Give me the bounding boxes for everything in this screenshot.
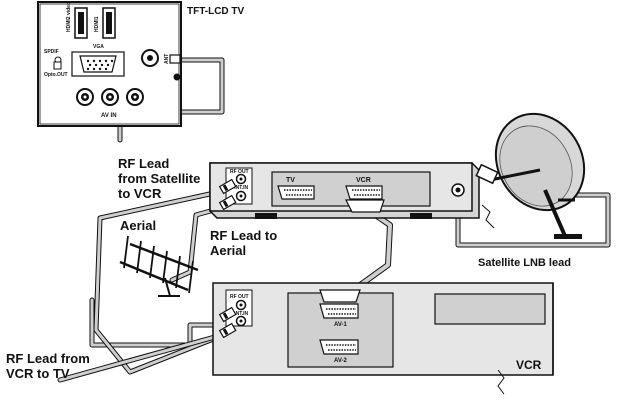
hdmi2-label: HDMI2 video xyxy=(66,2,72,32)
sat-rf-out-label: RF OUT xyxy=(230,169,249,175)
satellite-lnb-label: Satellite LNB lead xyxy=(478,257,571,269)
aerial-label: Aerial xyxy=(120,218,156,233)
av-in-ports xyxy=(76,88,144,106)
tv-back-panel: HDMI2 video HDMI1 VGA SPDIF Opto.OUT ANT… xyxy=(37,1,182,127)
vcr-ant-in-label: ANT.IN xyxy=(232,311,249,317)
opto-out-label: Opto.OUT xyxy=(44,72,68,78)
vga-label: VGA xyxy=(93,44,104,50)
sat-vcr-scart-label: VCR xyxy=(356,177,371,184)
sat-tv-scart-label: TV xyxy=(286,177,295,184)
vcr-av1-label: AV-1 xyxy=(334,322,348,328)
vcr-title: VCR xyxy=(516,358,542,372)
vcr-device: RF OUT ANT.IN AV-1 AV-2 xyxy=(212,282,554,395)
hdmi-ports: HDMI2 video HDMI1 xyxy=(66,2,116,39)
rf-aerial-label-line2: Aerial xyxy=(210,243,246,258)
rf-vcr-tv-label-line2: VCR to TV xyxy=(6,366,70,381)
aerial-antenna xyxy=(119,235,199,297)
tv-ant-label: ANT xyxy=(164,54,170,64)
vcr-av2-scart-port xyxy=(319,339,359,355)
rf-sat-vcr-label-line3: to VCR xyxy=(118,186,162,201)
hdmi1-label: HDMI1 xyxy=(94,16,100,32)
vcr-av2-label: AV-2 xyxy=(334,358,348,364)
av-in-label: AV IN xyxy=(101,113,117,119)
vcr-rf-out-label: RF OUT xyxy=(230,294,249,300)
sat-tv-scart-port xyxy=(277,185,315,200)
sat-vcr-scart-port xyxy=(345,185,383,200)
rf-aerial-label-line1: RF Lead to xyxy=(210,228,277,243)
satellite-dish xyxy=(475,112,586,239)
rf-vcr-tv-label-line1: RF Lead from xyxy=(6,351,90,366)
sat-ant-in-label: ANT.IN xyxy=(232,185,249,191)
rf-sat-vcr-label-line1: RF Lead xyxy=(118,156,169,171)
satellite-receiver: RF OUT ANT.IN TV VCR xyxy=(209,162,495,229)
tv-title: TFT-LCD TV xyxy=(187,6,245,17)
rf-sat-vcr-label-line2: from Satellite xyxy=(118,171,200,186)
vcr-av1-scart-port xyxy=(319,303,359,319)
spdif-label: SPDIF xyxy=(44,49,59,55)
